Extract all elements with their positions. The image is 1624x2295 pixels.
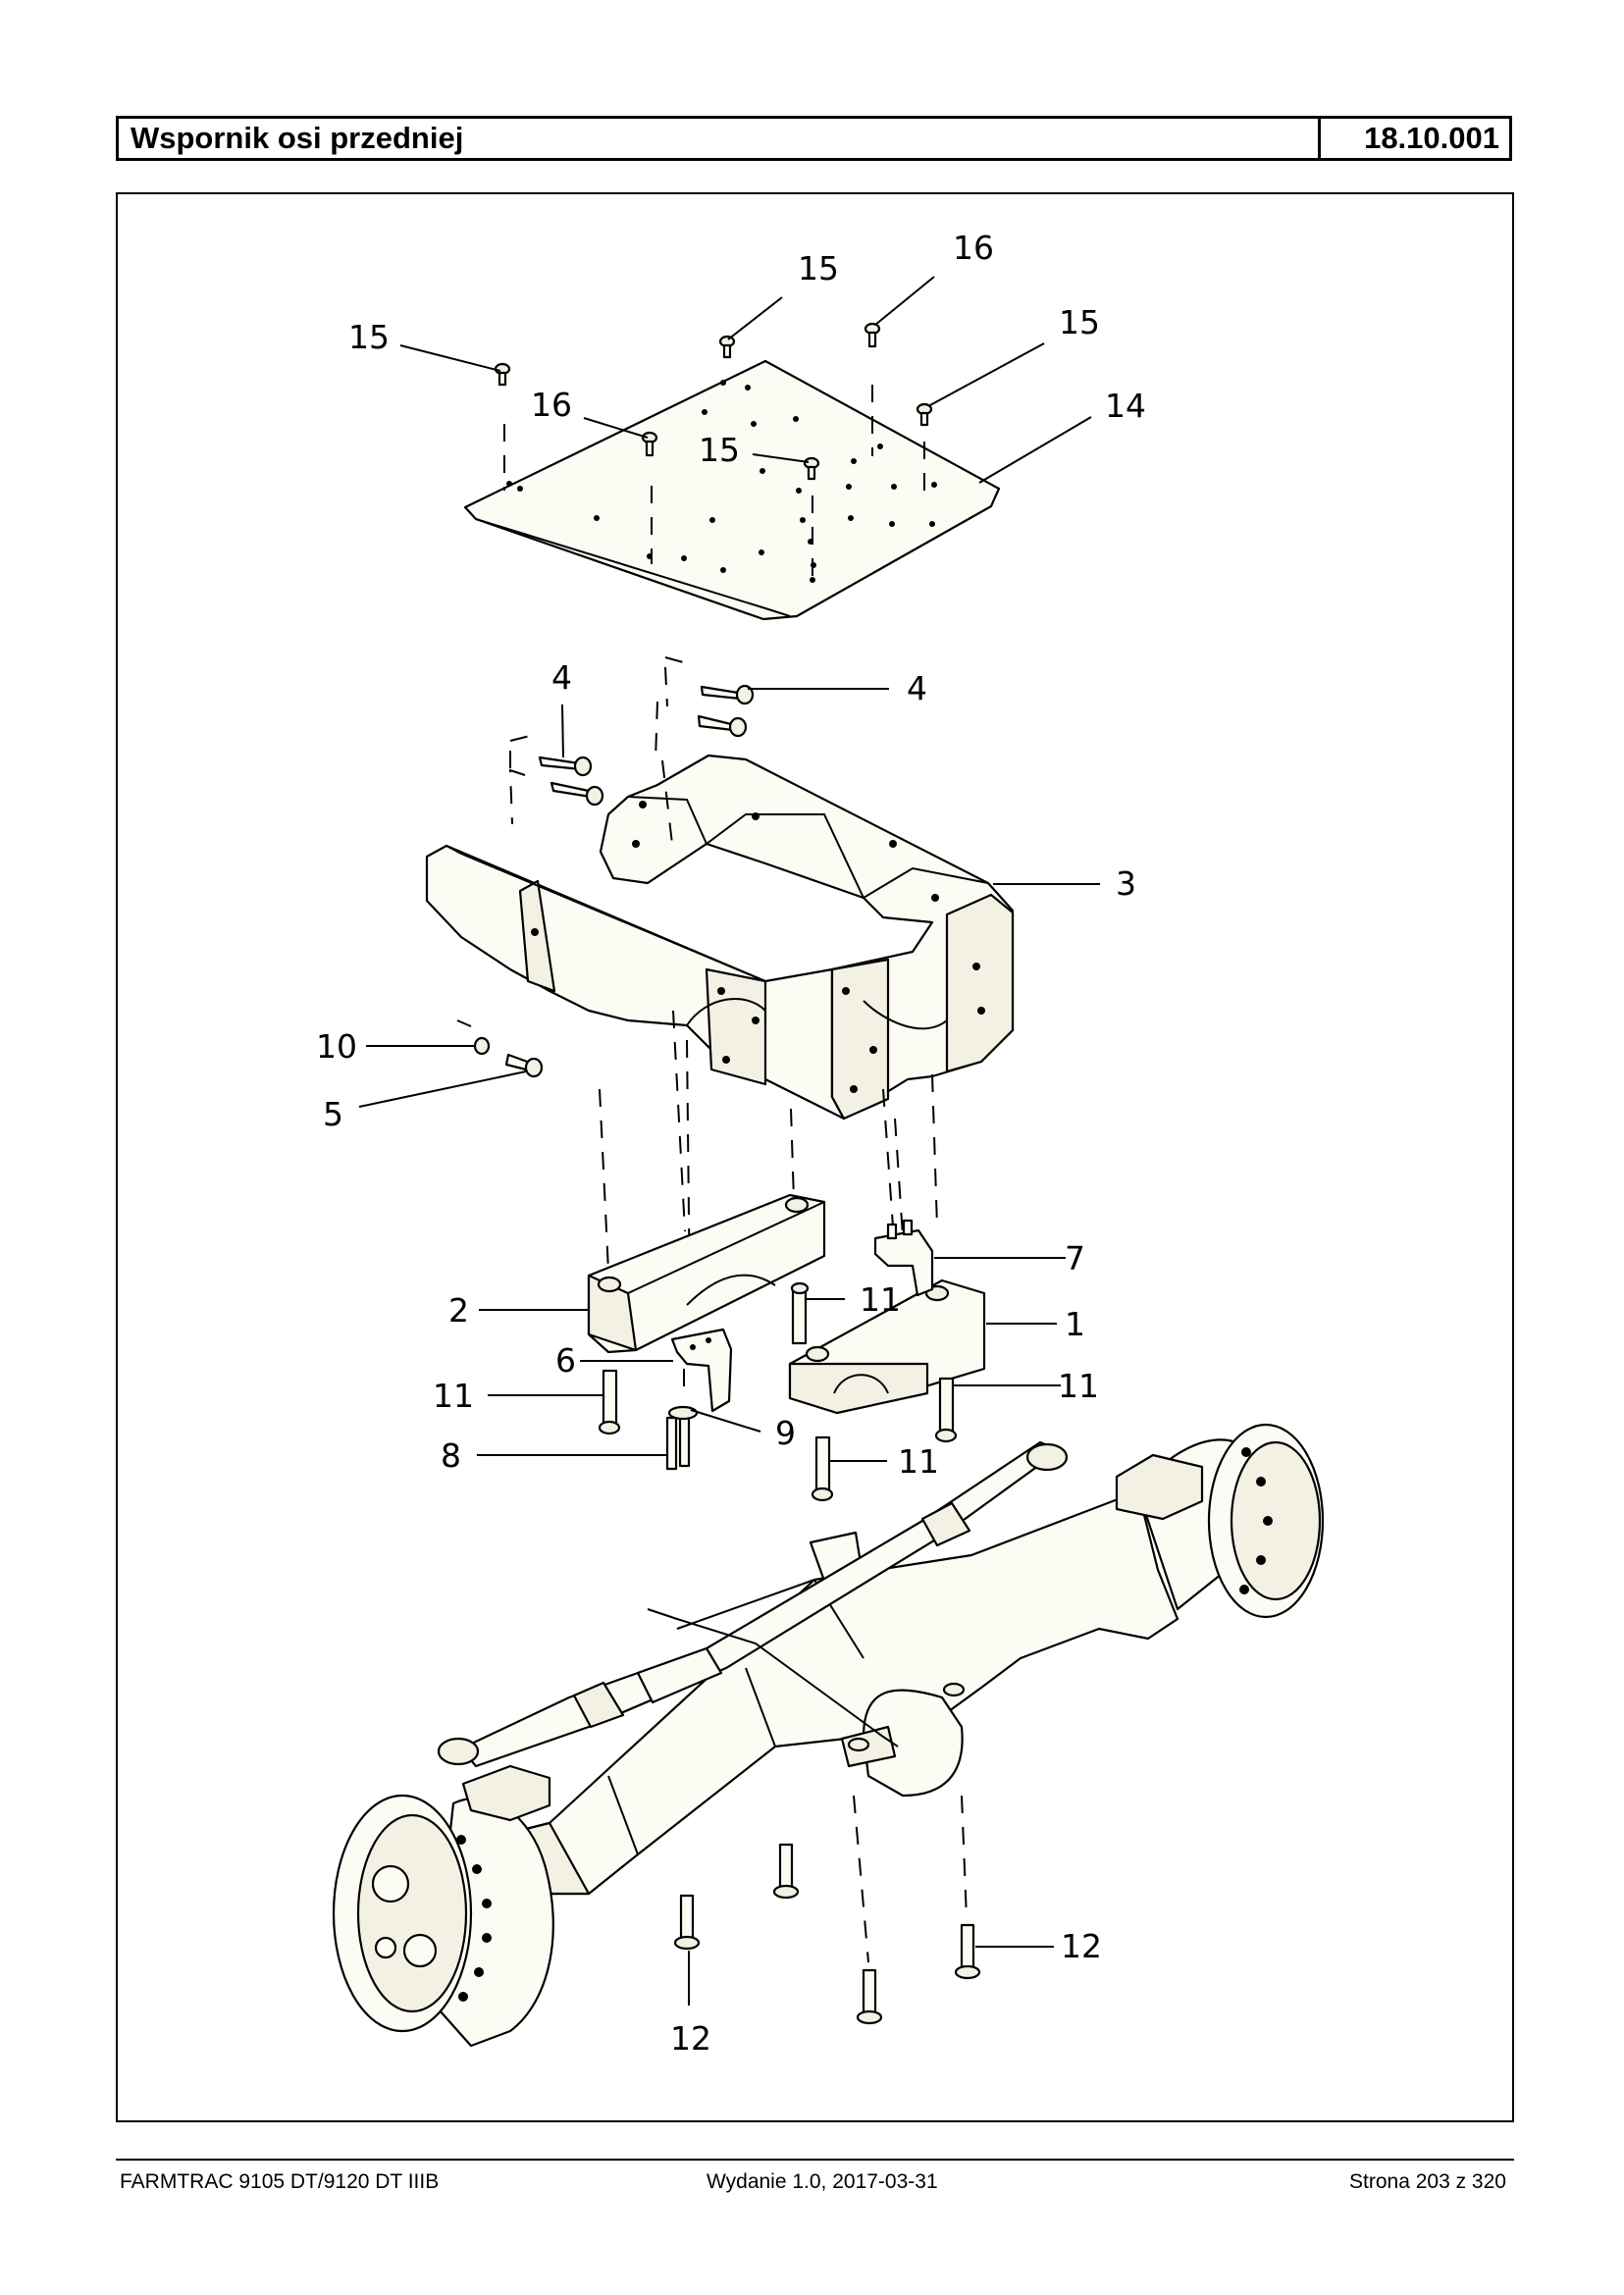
bolt-15d: [803, 456, 820, 481]
footer-edition: Wydanie 1.0, 2017-03-31: [707, 2170, 938, 2193]
callout-15: 15: [798, 249, 839, 287]
footer-model: FARMTRAC 9105 DT/9120 DT IIIB: [120, 2170, 440, 2193]
bolt-15b: [718, 335, 736, 359]
bolt-16b: [641, 431, 658, 457]
page-title: Wspornik osi przedniej: [131, 121, 464, 155]
callout-11: 11: [1058, 1367, 1099, 1405]
callout-16: 16: [531, 386, 572, 424]
callout-labels: 15 16 15 15 15 16 14 4 4 3 10 5 7 2 11 1…: [316, 229, 1146, 2058]
small-bracket-6: [670, 1328, 733, 1413]
front-axle: [332, 1423, 1325, 2048]
leader-lines: [358, 276, 1100, 2006]
callout-14: 14: [1105, 387, 1146, 425]
callout-11: 11: [860, 1280, 901, 1319]
callout-8: 8: [441, 1436, 461, 1475]
plate-bolts: [494, 322, 933, 481]
bolt-5-washer-10: [473, 1036, 544, 1078]
page-header: Wspornik osi przedniej 18.10.001: [116, 116, 1512, 161]
callout-11: 11: [433, 1377, 474, 1415]
callout-4: 4: [551, 658, 572, 697]
bolts-11: [598, 1281, 958, 1502]
callout-15: 15: [1059, 303, 1100, 341]
callout-2: 2: [448, 1291, 469, 1330]
callout-5: 5: [323, 1095, 343, 1133]
callout-15: 15: [699, 431, 740, 469]
bolt-16a: [864, 322, 881, 348]
diagram-frame: [116, 192, 1514, 2122]
callout-16: 16: [953, 229, 994, 267]
bolts-12: [673, 1843, 981, 2025]
bolts-8-clip-9: [665, 1405, 699, 1471]
callout-4: 4: [907, 669, 927, 707]
callout-15: 15: [348, 318, 390, 356]
footer-page-number: Strona 203 z 320: [1349, 2170, 1506, 2193]
callout-12: 12: [1061, 1927, 1102, 1965]
lower-bracket-left: [587, 1193, 826, 1354]
callout-1: 1: [1065, 1305, 1085, 1343]
callout-12: 12: [670, 2019, 711, 2058]
callout-7: 7: [1065, 1239, 1085, 1278]
top-plate: [463, 359, 1001, 621]
small-bracket-7: [873, 1219, 934, 1297]
callout-6: 6: [555, 1341, 576, 1380]
bolt-15c: [916, 402, 933, 427]
section-code: 18.10.001: [1318, 119, 1509, 158]
callout-11: 11: [898, 1442, 939, 1481]
callout-10: 10: [316, 1027, 357, 1066]
callout-3: 3: [1116, 864, 1136, 903]
footer-divider: [116, 2159, 1514, 2161]
callout-9: 9: [775, 1414, 796, 1452]
bolt-15a: [494, 362, 511, 387]
lower-bracket-right: [788, 1278, 986, 1415]
bolts-4: [538, 684, 755, 807]
support-bracket: [425, 754, 1015, 1121]
